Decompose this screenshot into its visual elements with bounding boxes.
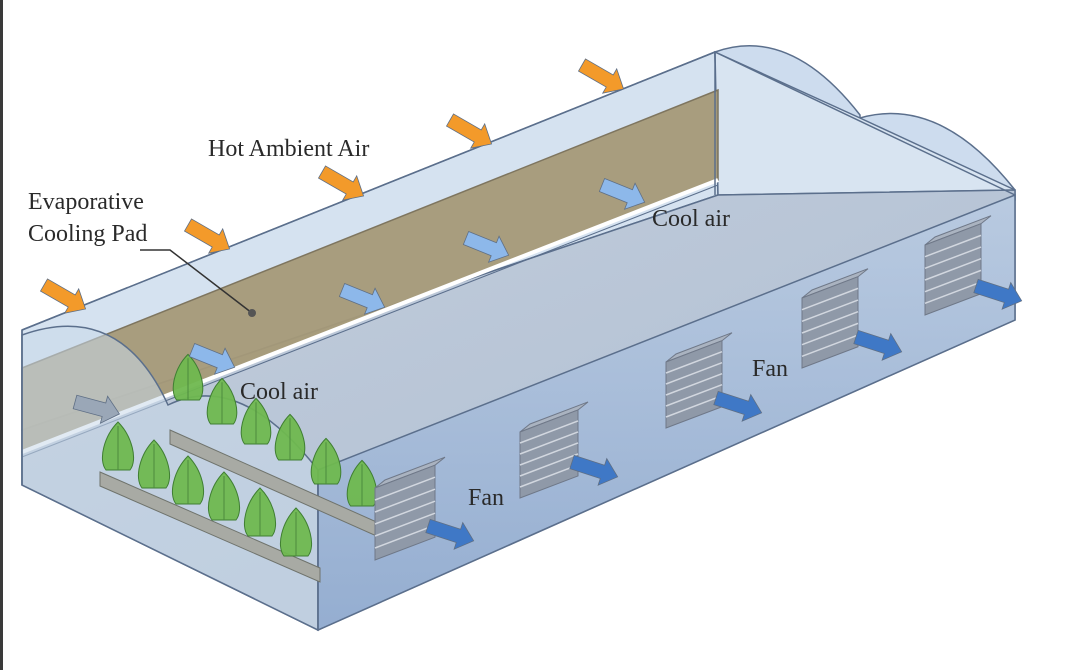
cool-air-arrow [598,177,646,210]
fan-label-left: Fan [468,485,504,511]
exhaust-arrow [973,278,1023,310]
plant [240,397,272,445]
cool-air-arrow [72,394,121,425]
plant-benches [99,429,391,583]
plant [280,507,312,557]
plant [208,471,240,521]
fan [665,332,733,429]
fan [801,268,869,369]
cool-air-arrow [338,282,386,315]
exhaust-arrow [425,518,475,550]
fan-label-right: Fan [752,356,788,382]
hot-ambient-air-label: Hot Ambient Air [208,136,370,162]
plant [102,421,134,471]
exhaust-fans [374,215,992,561]
hot-air-arrow [183,218,231,254]
greenhouse-frame-lines [21,51,1016,630]
fan [519,401,589,499]
evaporative-cooling-pad-label: Evaporative Cooling Pad [28,186,147,250]
plant [310,437,342,485]
cooling-pad-leader [140,249,256,317]
cool-air-arrow [188,342,236,375]
plant [138,439,170,489]
hot-air-arrow [317,165,365,201]
airflow-arrows [39,58,1023,550]
plant [274,413,306,461]
exhaust-arrow [569,454,619,486]
evaporative-label-line2: Cooling Pad [28,221,148,247]
exhaust-arrow [853,329,903,361]
fan [924,215,992,316]
cool-air-arrow [462,230,510,263]
plant [346,459,378,507]
plant [244,487,276,537]
plant [206,377,238,425]
evaporative-label-line1: Evaporative [28,189,144,215]
plant [172,353,204,401]
exhaust-arrow [713,390,763,422]
hot-air-arrow [39,278,87,314]
hot-air-arrow [577,58,625,94]
left-border [0,0,3,670]
plant [172,455,204,505]
plants [102,353,378,557]
hot-air-arrow [445,113,493,149]
cool-air-label-bottom: Cool air [240,379,318,405]
fan [374,456,446,561]
cool-air-label-top: Cool air [652,206,730,232]
